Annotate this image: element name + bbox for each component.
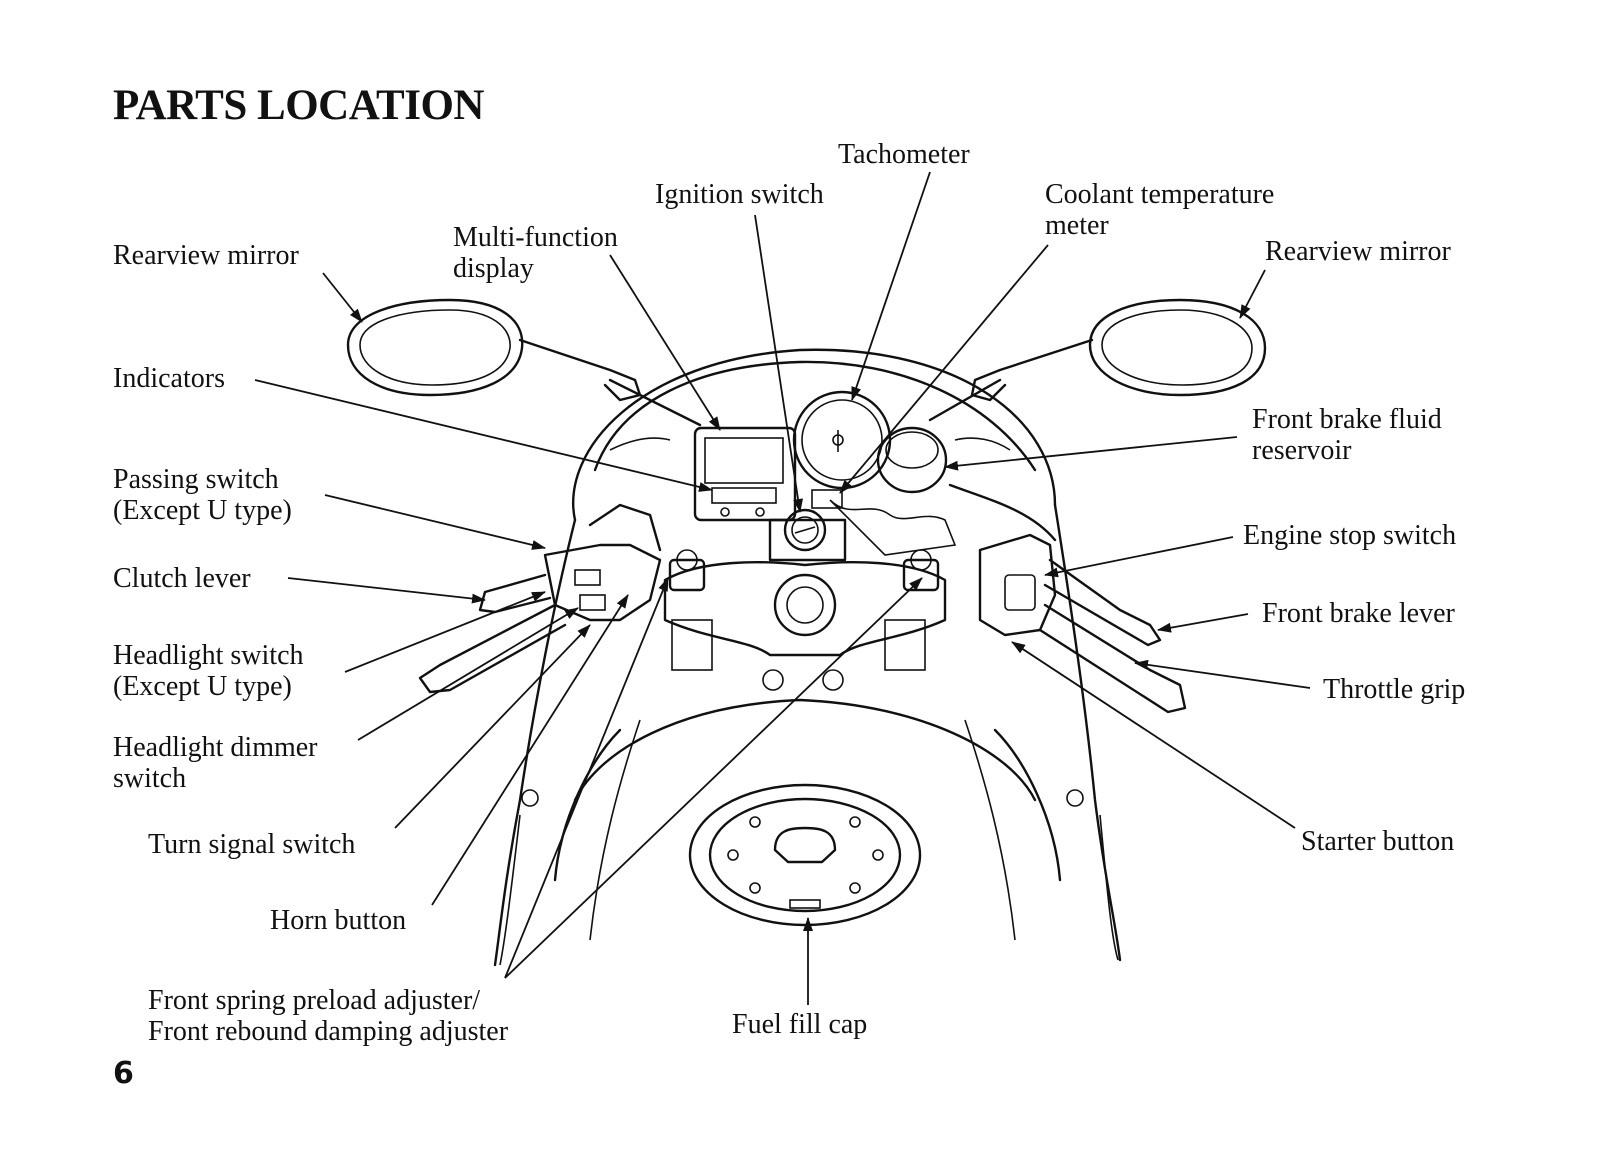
label-throttle-grip: Throttle grip <box>1323 674 1466 705</box>
ignition-key <box>768 508 847 562</box>
leader-lines <box>254 171 1311 1005</box>
left-mirror <box>346 298 702 427</box>
label-clutch-lever: Clutch lever <box>113 563 251 594</box>
windscreen <box>572 348 1057 522</box>
page-number: 6 <box>113 1056 134 1091</box>
instrument-cluster <box>693 390 892 522</box>
label-front-brake-fluid-reservoir: Front brake fluid reservoir <box>1252 404 1442 466</box>
label-turn-signal-switch: Turn signal switch <box>148 829 356 860</box>
label-front-adjusters: Front spring preload adjuster/ Front reb… <box>148 985 509 1047</box>
label-fuel-fill-cap: Fuel fill cap <box>732 1009 868 1040</box>
triple-clamp <box>663 499 957 691</box>
label-headlight-dimmer-switch: Headlight dimmer switch <box>113 732 318 794</box>
label-starter-button: Starter button <box>1301 826 1455 857</box>
label-multi-function-display: Multi-function display <box>453 222 618 284</box>
right-mirror <box>928 298 1267 422</box>
label-engine-stop-switch: Engine stop switch <box>1243 520 1457 551</box>
label-headlight-switch: Headlight switch (Except U type) <box>113 640 304 702</box>
label-tachometer: Tachometer <box>838 139 970 170</box>
left-handlebar <box>418 503 662 694</box>
label-front-brake-lever: Front brake lever <box>1262 598 1455 629</box>
fuel-cap-drawing <box>688 783 922 927</box>
label-horn-button: Horn button <box>270 905 407 936</box>
label-rearview-mirror-left: Rearview mirror <box>113 240 299 271</box>
label-passing-switch: Passing switch (Except U type) <box>113 464 292 526</box>
brake-reservoir <box>876 426 948 494</box>
label-indicators: Indicators <box>113 363 225 394</box>
page-title: PARTS LOCATION <box>113 82 484 129</box>
fairing-and-tank <box>493 503 1122 967</box>
right-handlebar <box>948 483 1187 714</box>
label-rearview-mirror-right: Rearview mirror <box>1265 236 1451 267</box>
label-ignition-switch: Ignition switch <box>655 179 824 210</box>
label-coolant-temperature-meter: Coolant temperature meter <box>1045 179 1275 241</box>
